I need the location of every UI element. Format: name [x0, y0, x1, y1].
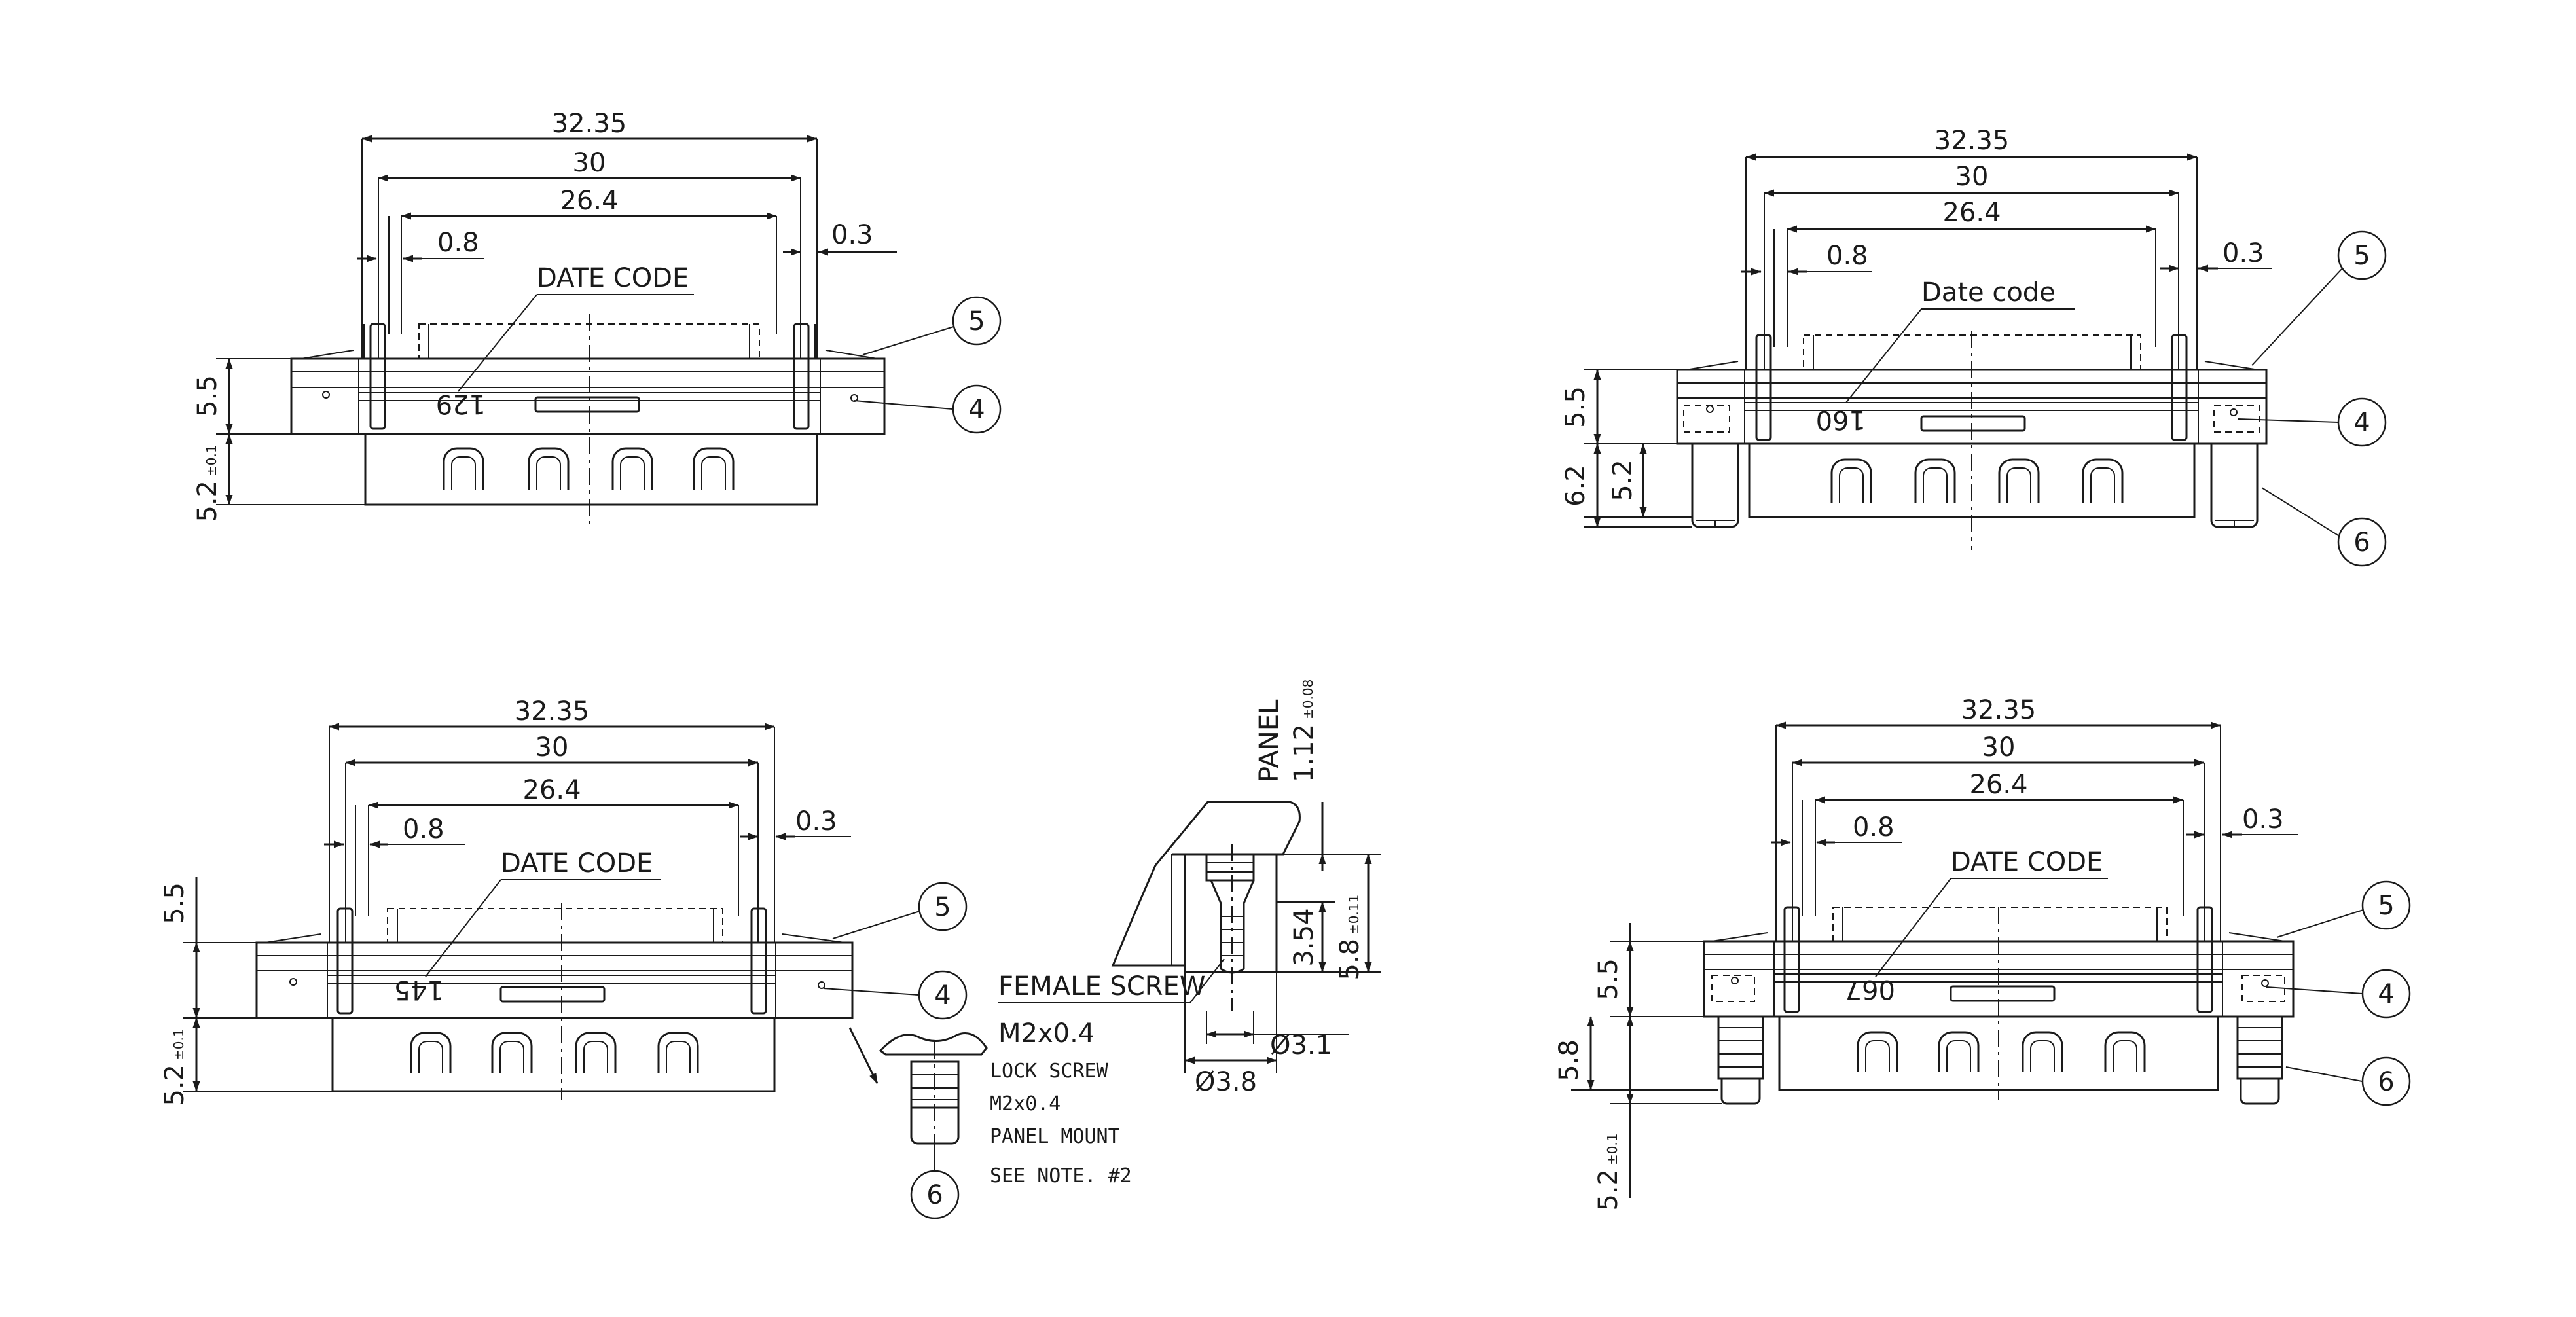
date-code-value: 067 [1845, 974, 1895, 1004]
view-top-right: 32.35 30 26.4 0.8 0.3 Date code 160 [1561, 126, 2387, 567]
view-top-left: 32.35 30 26.4 0.8 0.3 DATE CODE [192, 109, 1002, 527]
svg-text:±0.1: ±0.1 [171, 1028, 187, 1060]
svg-text:30: 30 [535, 732, 569, 763]
balloon-4 [2361, 969, 2411, 1019]
date-code-label: DATE CODE [501, 848, 653, 878]
svg-text:30: 30 [1955, 162, 1989, 192]
contact-slots [443, 447, 735, 490]
view-bottom-right: 32.35 30 26.4 0.8 0.3 DATE CODE 067 [1554, 695, 2411, 1211]
svg-text:0.8: 0.8 [1826, 241, 1868, 271]
dia-3-8: Ø3.8 [1195, 1067, 1257, 1097]
lock-screw-line3: PANEL MOUNT [990, 1125, 1120, 1148]
svg-text:26.4: 26.4 [1942, 198, 2001, 228]
date-code-value: 129 [436, 389, 486, 419]
svg-text:5: 5 [934, 892, 951, 922]
svg-text:26.4: 26.4 [522, 775, 581, 805]
dim-3-54: 3.54 [1289, 908, 1319, 966]
lock-screw-line2: M2x0.4 [990, 1092, 1061, 1115]
svg-text:0.3: 0.3 [2222, 238, 2264, 268]
svg-text:5: 5 [2353, 241, 2370, 271]
panel-outline [1154, 801, 1301, 866]
balloon-4 [952, 384, 1002, 434]
date-code-label: DATE CODE [1951, 847, 2103, 877]
svg-text:5.2: 5.2 [1608, 460, 1638, 501]
threaded-post-right [2236, 1015, 2283, 1105]
svg-text:6: 6 [2353, 528, 2370, 558]
svg-text:4: 4 [968, 395, 985, 425]
dim-0-3: 0.3 [831, 220, 873, 250]
tol-0-11: ±0.11 [1346, 895, 1362, 935]
contact-slots [1857, 1031, 2146, 1072]
dim-5-8: 5.8 [1335, 939, 1365, 981]
lock-screw-line1: LOCK SCREW [990, 1060, 1109, 1083]
view-bottom-left: 32.35 30 26.4 0.8 0.3 DATE CODE 145 [160, 696, 968, 1106]
panel-label: PANEL [1254, 699, 1284, 782]
svg-text:32.35: 32.35 [1934, 126, 2010, 156]
balloon-5 [952, 296, 1002, 346]
svg-text:32.35: 32.35 [515, 696, 590, 727]
contact-slots [1830, 458, 2124, 503]
panel-detail: Ø3.1 Ø3.8 3.54 5.8 ±0.11 PANEL 1.12 ±0.0… [998, 679, 1381, 1097]
standoff-left [1691, 444, 1739, 528]
dia-3-1: Ø3.1 [1270, 1030, 1332, 1060]
svg-text:6: 6 [2378, 1067, 2394, 1097]
balloon-4 [2337, 397, 2387, 447]
svg-text:5.5: 5.5 [1561, 386, 1591, 428]
balloon-5 [2337, 230, 2387, 280]
dim-30: 30 [573, 148, 606, 178]
svg-text:5: 5 [2378, 891, 2394, 921]
panel-tol: ±0.08 [1300, 679, 1316, 719]
lock-screw-line4: SEE NOTE. #2 [990, 1164, 1132, 1187]
svg-text:26.4: 26.4 [1969, 770, 2027, 800]
thread-label: M2x0.4 [998, 1019, 1095, 1049]
balloon-6 [2361, 1056, 2411, 1106]
svg-text:5.5: 5.5 [160, 882, 190, 924]
female-screw-label: FEMALE SCREW [998, 971, 1205, 1001]
svg-text:4: 4 [2378, 979, 2394, 1009]
lock-screw: 6 LOCK SCREW M2x0.4 PANEL MOUNT SEE NOTE… [879, 1032, 1132, 1219]
dim-0-8: 0.8 [437, 228, 479, 258]
svg-text:0.3: 0.3 [795, 806, 837, 837]
dim-5-5: 5.5 [192, 375, 223, 417]
balloon-5 [2361, 880, 2411, 930]
dim-32-35: 32.35 [552, 109, 627, 139]
svg-text:5.2: 5.2 [160, 1064, 190, 1106]
threaded-post-left [1717, 1015, 1764, 1105]
panel-thickness: 1.12 [1289, 724, 1319, 782]
standoff-right [2210, 444, 2259, 528]
svg-text:6: 6 [926, 1180, 943, 1210]
dim-26-4: 26.4 [560, 186, 618, 216]
date-code-value: 160 [1816, 405, 1866, 435]
date-code-value: 145 [394, 975, 444, 1005]
svg-text:0.8: 0.8 [403, 814, 444, 844]
balloon-6 [910, 1170, 960, 1219]
date-code-label: DATE CODE [537, 263, 689, 293]
date-code-label: Date code [1921, 278, 2056, 308]
tol-0-1: ±0.1 [204, 444, 219, 477]
balloon-6 [2337, 517, 2387, 567]
svg-text:5.2: 5.2 [1593, 1169, 1624, 1211]
svg-text:32.35: 32.35 [1961, 695, 2037, 725]
svg-text:5.5: 5.5 [1593, 958, 1624, 1000]
svg-text:0.3: 0.3 [2242, 804, 2284, 835]
svg-text:5: 5 [968, 306, 985, 336]
dim-6-2: 6.2 [1561, 465, 1591, 507]
svg-text:30: 30 [1982, 732, 2016, 763]
balloon-4 [918, 970, 968, 1020]
svg-text:±0.1: ±0.1 [1605, 1133, 1620, 1165]
balloon-5 [918, 882, 968, 931]
svg-text:4: 4 [934, 981, 951, 1011]
body-outline [364, 433, 818, 506]
svg-text:4: 4 [2353, 408, 2370, 438]
contact-slots [410, 1032, 699, 1073]
svg-text:0.8: 0.8 [1853, 812, 1895, 842]
dim-5-2: 5.2 [192, 480, 223, 522]
dim-5-8: 5.8 [1554, 1039, 1584, 1081]
